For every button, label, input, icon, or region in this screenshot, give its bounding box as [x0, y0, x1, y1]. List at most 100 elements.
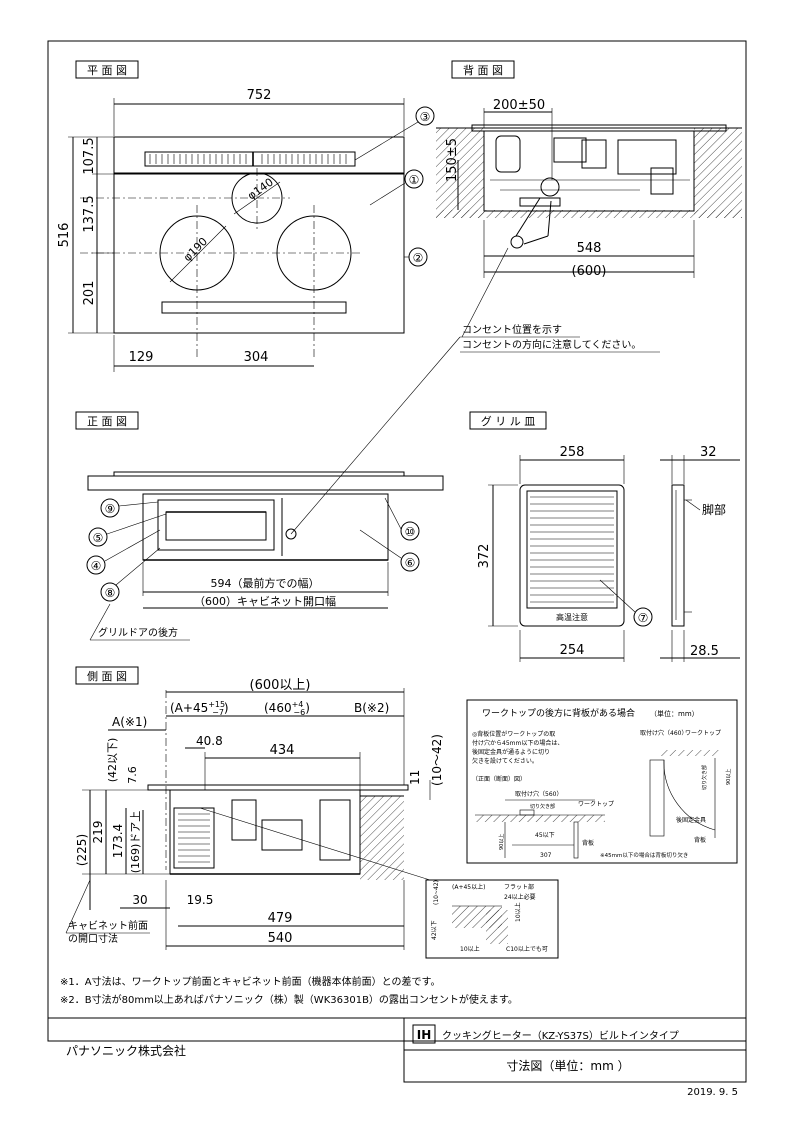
detail-cutout-2: 切り欠き部	[701, 765, 708, 790]
side-total-dim: (600以上)	[250, 678, 311, 693]
plan-large-burner-dim: φ190	[181, 235, 210, 264]
inset-flat-2: 24以上必要	[504, 893, 536, 901]
plan-control-panel	[161, 301, 347, 314]
plan-small-burner-dim: φ140	[245, 176, 276, 203]
front-width-note: 594（最前方での幅）	[211, 576, 320, 590]
balloon-9: ⑨	[105, 502, 116, 516]
detail-footnote: ※45mm以下の場合は背板切り欠き	[600, 851, 688, 859]
plan-view-label: 平 面 図	[87, 64, 127, 77]
detail-45: 45以下	[535, 832, 555, 839]
side-169-dim: (169)ドア上	[129, 811, 142, 874]
rear-offset-dim: 200±50	[493, 98, 545, 113]
side-mid-sub: −6	[293, 708, 305, 717]
detail-307: 307	[540, 852, 552, 859]
outlet-note-line1: コンセント位置を示す	[462, 323, 562, 336]
side-a-sup: +15	[208, 700, 225, 709]
detail-unit: （単位：mm）	[650, 709, 699, 718]
title-drawing: 寸法図（単位：mm ）	[506, 1058, 629, 1073]
plan-pitch-dim: 304	[244, 350, 269, 365]
detail-note-1: ◎背板位置がワークトップの取	[472, 730, 555, 738]
detail-note-4: 欠きを設けてください。	[472, 757, 538, 765]
plan-width-dim: 752	[247, 88, 272, 103]
plan-front-dim: 201	[82, 281, 97, 306]
side-view-label: 側 面 図	[87, 670, 127, 683]
rear-outlet-plug	[510, 235, 524, 249]
footnote-1: ※1．A寸法は、ワークトップ前面とキャビネット前面（機器本体前面）との差です。	[60, 975, 440, 988]
side-11-dim: 11	[408, 770, 422, 785]
inset-42: 42以下	[431, 920, 438, 940]
side-view: 側 面 図 (600以上) (A+45+15−7) (460+4−6) B(※2…	[65, 666, 444, 950]
title-ih-badge: IH	[417, 1028, 432, 1042]
inset-10: 10以上	[514, 902, 522, 922]
detail-section: （正面（断面）図）	[472, 775, 526, 783]
front-grill-door-note: グリルドアの後方	[98, 626, 178, 639]
side-mid-sup: +4	[292, 700, 304, 709]
side-a-tol: (A+45	[170, 701, 208, 715]
front-view-label: 正 面 図	[87, 415, 127, 428]
grill-height-dim: 372	[477, 544, 492, 569]
balloon-7: ⑦	[638, 611, 649, 625]
grill-side-bottom-dim: 28.5	[690, 644, 719, 659]
inset-c10: C10以上でも可	[506, 945, 548, 953]
side-cabinet-front-line2: の開口寸法	[68, 932, 118, 945]
detail-cutout: 切り欠き部	[530, 803, 555, 810]
plan-mid-dim: 137.5	[82, 195, 97, 232]
sheet-frame	[47, 40, 747, 1042]
side-mid-dim: (460	[264, 701, 292, 715]
detail-note-3: 後固定金具が通るように切り	[472, 748, 550, 756]
front-grill-door	[157, 499, 275, 551]
front-worktop	[87, 475, 444, 491]
detail-worktop-2: ワークトップ	[685, 730, 721, 737]
rear-cabinet-dim: (600)	[572, 264, 607, 279]
grill-side-profile	[671, 484, 685, 627]
balloon-5: ⑤	[93, 531, 104, 545]
grill-plate-view: グ リ ル 皿 高温注意 258 372 254 ⑦	[469, 411, 740, 662]
balloon-10: ⑩	[405, 525, 416, 539]
side-195-dim: 19.5	[187, 893, 214, 907]
side-1734-dim: 173.4	[111, 824, 125, 858]
inset-10-42: (10~42)	[433, 880, 440, 905]
side-225-dim: (225)	[75, 834, 89, 866]
side-540-dim: 540	[268, 931, 293, 946]
worktop-inset-detail: (10~42) (A+45以上) フラット部 24以上必要 42以下 10以上 …	[425, 879, 559, 959]
front-cabinet-note: （600）キャビネット開口幅	[194, 595, 336, 608]
side-42-dim: (42以下)	[106, 738, 119, 783]
grill-plate-outline	[519, 484, 625, 627]
side-mid-close: )	[305, 701, 310, 715]
plan-view: 平 面 図	[57, 60, 435, 372]
side-b-dim: B(※2)	[354, 701, 389, 715]
plan-vent-band	[113, 136, 405, 175]
plan-view-label-box	[75, 60, 139, 79]
side-479-dim: 479	[268, 911, 293, 926]
side-408-dim: 40.8	[196, 734, 223, 748]
side-a-close: )	[224, 701, 229, 715]
title-product: クッキングヒーター（KZ-YS37S）ビルトインタイプ	[442, 1029, 679, 1042]
balloon-3: ③	[420, 110, 431, 124]
detail-note-2: 付け穴から45mm以下の場合は、	[472, 739, 563, 747]
outlet-note-line2: コンセントの方向に注意してください。	[462, 338, 641, 351]
side-cabinet-front-line1: キャビネット前面	[68, 919, 148, 932]
side-worktop	[147, 784, 409, 791]
grill-side-dim: 32	[700, 445, 717, 460]
side-a-sub: −7	[212, 708, 224, 717]
outlet-note: コンセント位置を示す コンセントの方向に注意してください。	[290, 247, 660, 535]
detail-bracket: 後固定金具	[676, 816, 706, 824]
detail-worktop: ワークトップ	[578, 801, 614, 808]
plan-depth-dim: 516	[57, 223, 72, 248]
rear-view-label: 背 面 図	[463, 63, 503, 77]
title-company: パナソニック株式会社	[66, 1043, 186, 1058]
detail-90b: 90以上	[725, 769, 732, 785]
title-block: IH クッキングヒーター（KZ-YS37S）ビルトインタイプ 寸法図（単位：mm…	[48, 1017, 747, 1098]
grill-plate-label: 高温注意	[556, 612, 588, 622]
front-view: 正 面 図 594（最前方での幅） （600）キャビネット開口幅 グリルドアの後…	[75, 411, 444, 641]
side-76-dim: 7.6	[126, 766, 139, 784]
inset-a45: (A+45以上)	[452, 883, 485, 891]
backboard-detail: ワークトップの後方に背板がある場合 （単位：mm） ◎背板位置がワークトップの取…	[466, 699, 738, 864]
title-date: 2019. 9. 5	[687, 1087, 738, 1098]
rear-height-dim: 150±5	[445, 138, 460, 182]
detail-title: ワークトップの後方に背板がある場合	[482, 707, 635, 719]
detail-90: 90以上	[498, 834, 505, 850]
grill-view-label: グ リ ル 皿	[481, 414, 536, 428]
grill-top-dim: 258	[560, 445, 585, 460]
